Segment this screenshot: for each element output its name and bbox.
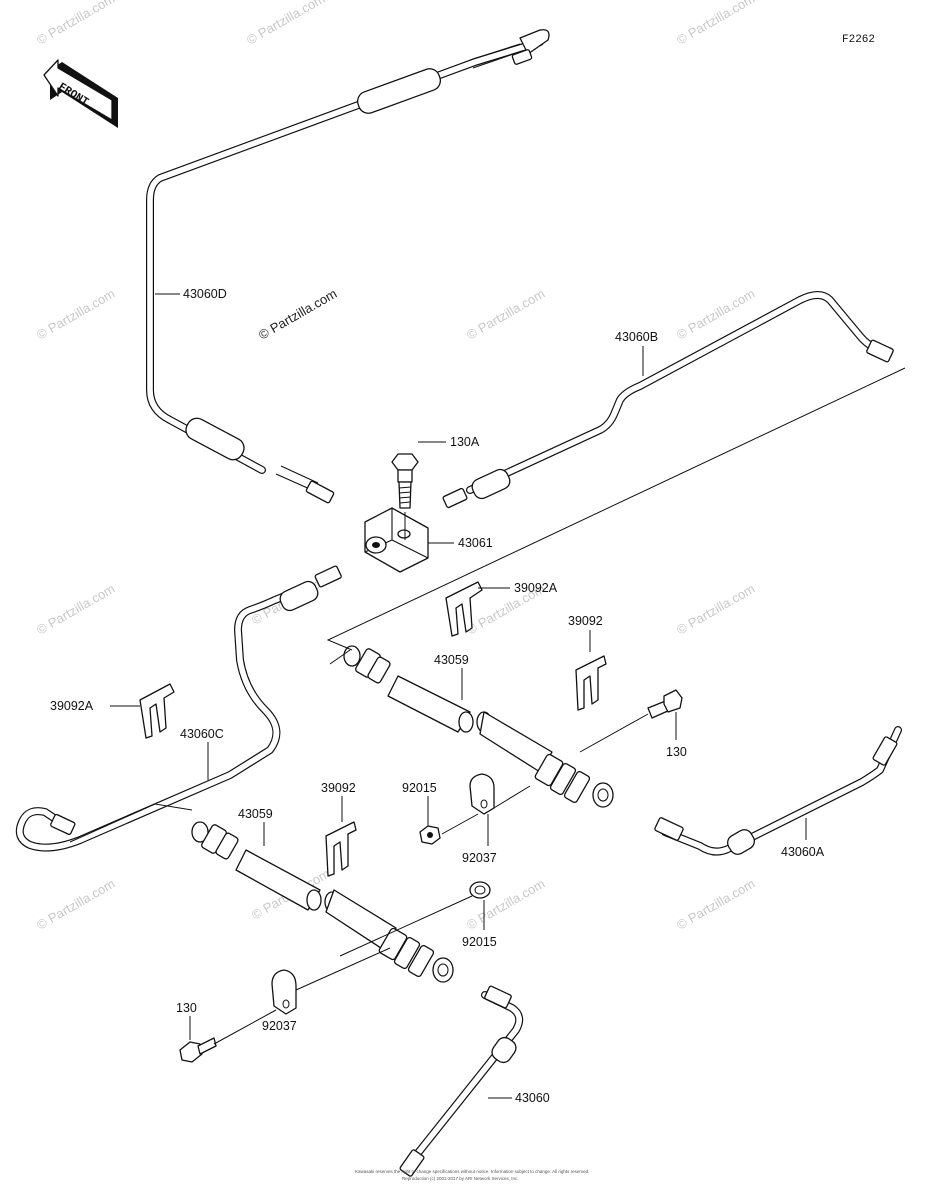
hose-43059-lower bbox=[191, 821, 454, 983]
label-92037-upper: 92037 bbox=[462, 851, 497, 865]
watermark: © Partzilla.com bbox=[674, 581, 757, 638]
watermark: © Partzilla.com bbox=[34, 876, 117, 933]
clip-39092A-left bbox=[139, 683, 175, 739]
pipe-43060D bbox=[146, 29, 550, 504]
label-130A: 130A bbox=[450, 435, 480, 449]
nut-92015-lower bbox=[339, 881, 491, 957]
footer-line-1: Kawasaki reserves the right to change sp… bbox=[355, 1169, 589, 1174]
label-39092A-top: 39092A bbox=[514, 581, 558, 595]
watermark: © Partzilla.com bbox=[674, 876, 757, 933]
guide-line-hose bbox=[329, 649, 351, 665]
bolt-130A bbox=[391, 453, 419, 540]
pipe-43060A bbox=[654, 726, 902, 856]
nut-92015-upper bbox=[419, 813, 479, 845]
clamp-92037-lower bbox=[271, 947, 391, 1015]
figure-code: F2262 bbox=[842, 34, 875, 46]
label-43059-lower: 43059 bbox=[238, 807, 273, 821]
clip-39092A-top bbox=[445, 581, 483, 637]
clip-39092-right bbox=[575, 655, 607, 711]
label-43060: 43060 bbox=[515, 1091, 550, 1105]
hose-43059-upper bbox=[343, 645, 614, 808]
watermark: © Partzilla.com bbox=[674, 0, 757, 48]
label-43060A: 43060A bbox=[781, 845, 825, 859]
watermark-main: © Partzilla.com bbox=[256, 286, 339, 343]
label-92015-lower: 92015 bbox=[462, 935, 497, 949]
bolt-130-right bbox=[579, 689, 683, 753]
pipe-43060B bbox=[442, 291, 894, 509]
label-39092A-left: 39092A bbox=[50, 699, 94, 713]
label-92015-upper: 92015 bbox=[402, 781, 437, 795]
watermark: © Partzilla.com bbox=[34, 0, 117, 48]
front-arrow-icon: FRONT bbox=[43, 59, 118, 128]
label-43060B: 43060B bbox=[615, 330, 658, 344]
watermark: © Partzilla.com bbox=[34, 581, 117, 638]
clamp-92037-upper bbox=[469, 773, 531, 815]
label-92037-lower: 92037 bbox=[262, 1019, 297, 1033]
watermark: © Partzilla.com bbox=[34, 286, 117, 343]
label-43061: 43061 bbox=[458, 536, 493, 550]
label-39092-mid: 39092 bbox=[321, 781, 356, 795]
bolt-130-left bbox=[179, 1009, 277, 1063]
clip-39092-mid bbox=[325, 821, 357, 877]
guide-line-upper bbox=[326, 367, 906, 651]
label-130-left: 130 bbox=[176, 1001, 197, 1015]
label-39092-right: 39092 bbox=[568, 614, 603, 628]
junction-43061 bbox=[364, 507, 429, 573]
footer-line-2: Reproduction (c) 2001-2017 by ARI Networ… bbox=[402, 1176, 519, 1181]
pipe-43060C bbox=[15, 565, 342, 852]
label-43060D: 43060D bbox=[183, 287, 227, 301]
label-43059-upper: 43059 bbox=[434, 653, 469, 667]
pipe-43060 bbox=[399, 985, 524, 1177]
watermark: © Partzilla.com bbox=[464, 286, 547, 343]
watermark: © Partzilla.com bbox=[244, 0, 327, 48]
label-43060C: 43060C bbox=[180, 727, 224, 741]
guide-line-lower bbox=[69, 803, 193, 843]
label-130-right: 130 bbox=[666, 745, 687, 759]
